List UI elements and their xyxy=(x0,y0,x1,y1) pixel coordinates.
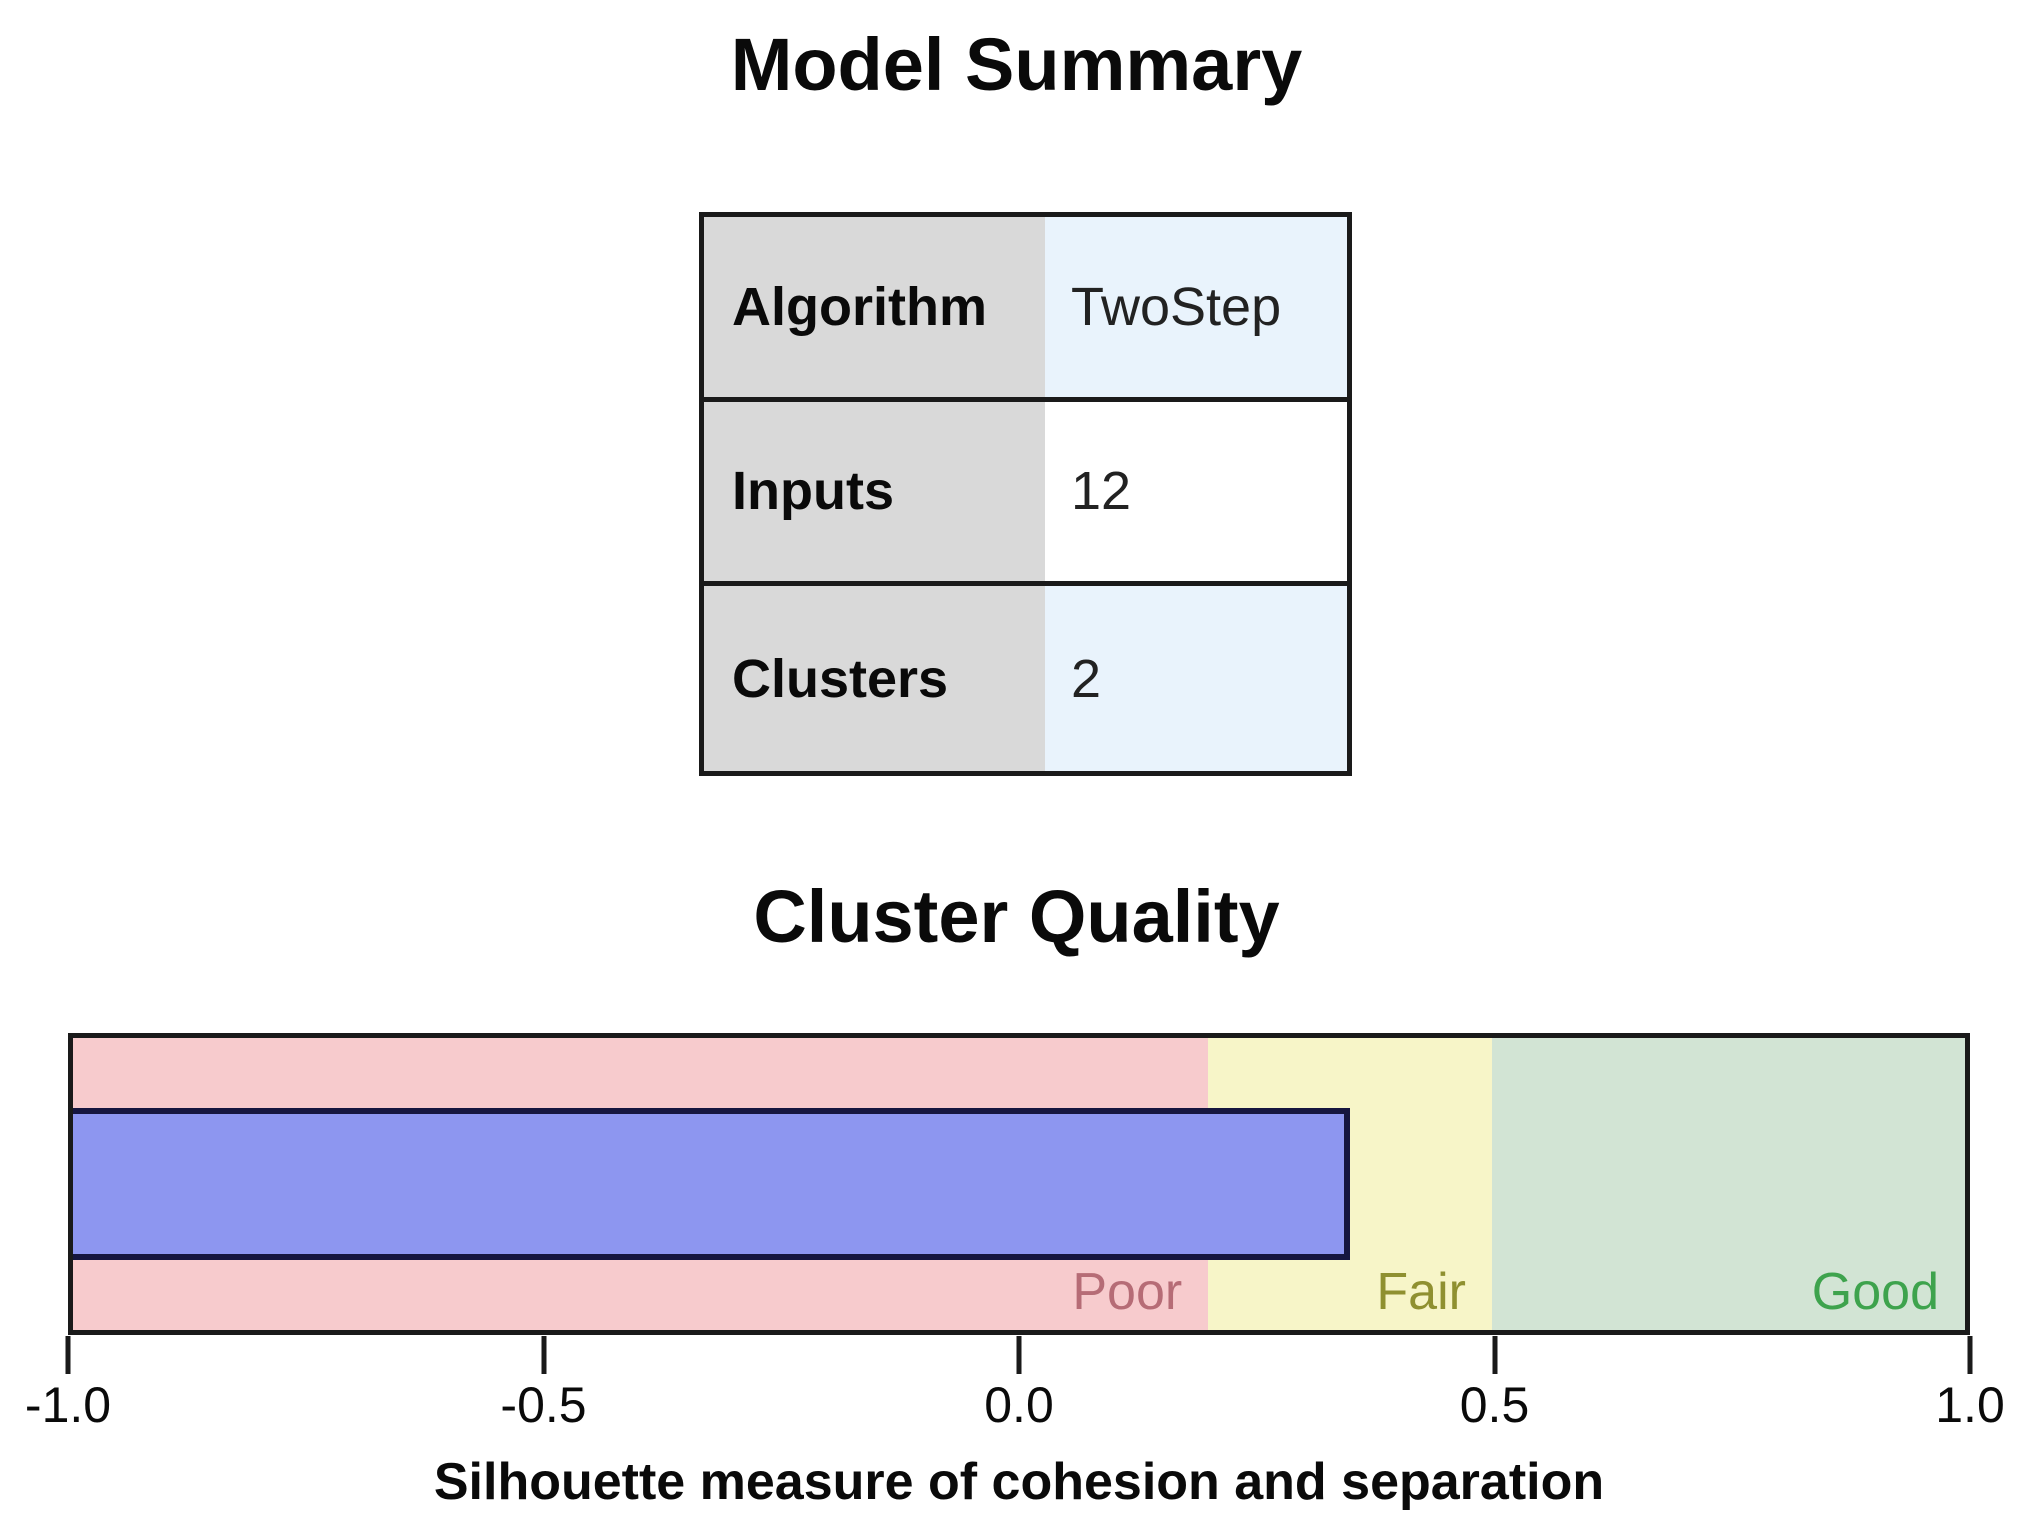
x-tick-mark xyxy=(65,1336,71,1374)
x-tick-label: -1.0 xyxy=(24,1377,112,1433)
cluster-quality-title: Cluster Quality xyxy=(753,875,1280,958)
model-summary-title: Model Summary xyxy=(730,23,1303,106)
x-tick-mark xyxy=(1492,1336,1497,1374)
row-value-clusters: 2 xyxy=(1045,586,1347,771)
x-tick-label: 0.0 xyxy=(984,1377,1054,1433)
model-summary-table: Algorithm TwoStep Inputs 12 Clusters 2 xyxy=(699,212,1352,776)
zone-label-good: Good xyxy=(1811,1263,1939,1321)
zone-good: Good xyxy=(1492,1038,1965,1330)
table-row-inputs: Inputs 12 xyxy=(704,401,1347,587)
zone-label-fair: Fair xyxy=(1376,1263,1466,1321)
x-tick-label: -0.5 xyxy=(500,1377,587,1433)
silhouette-bar xyxy=(73,1108,1351,1260)
row-label-clusters: Clusters xyxy=(704,586,1045,771)
row-value-algorithm: TwoStep xyxy=(1045,217,1347,397)
row-label-inputs: Inputs xyxy=(704,401,1045,582)
x-tick-label: 1.0 xyxy=(1935,1377,2005,1433)
x-tick-label: 0.5 xyxy=(1459,1377,1530,1433)
zone-label-poor: Poor xyxy=(1072,1263,1183,1321)
row-label-algorithm: Algorithm xyxy=(704,217,1045,397)
row-value-inputs: 12 xyxy=(1045,401,1347,582)
table-row-clusters: Clusters 2 xyxy=(704,586,1347,771)
x-axis-label: Silhouette measure of cohesion and separ… xyxy=(433,1453,1605,1511)
cluster-quality-plot: Poor Fair Good xyxy=(68,1033,1970,1335)
x-axis: -1.0 -0.5 0.0 0.5 1.0 xyxy=(25,1336,2005,1456)
x-tick-mark xyxy=(541,1336,546,1374)
x-tick-mark xyxy=(1016,1336,1022,1374)
x-tick-mark xyxy=(1967,1336,1973,1374)
table-row-algorithm: Algorithm TwoStep xyxy=(704,217,1347,402)
